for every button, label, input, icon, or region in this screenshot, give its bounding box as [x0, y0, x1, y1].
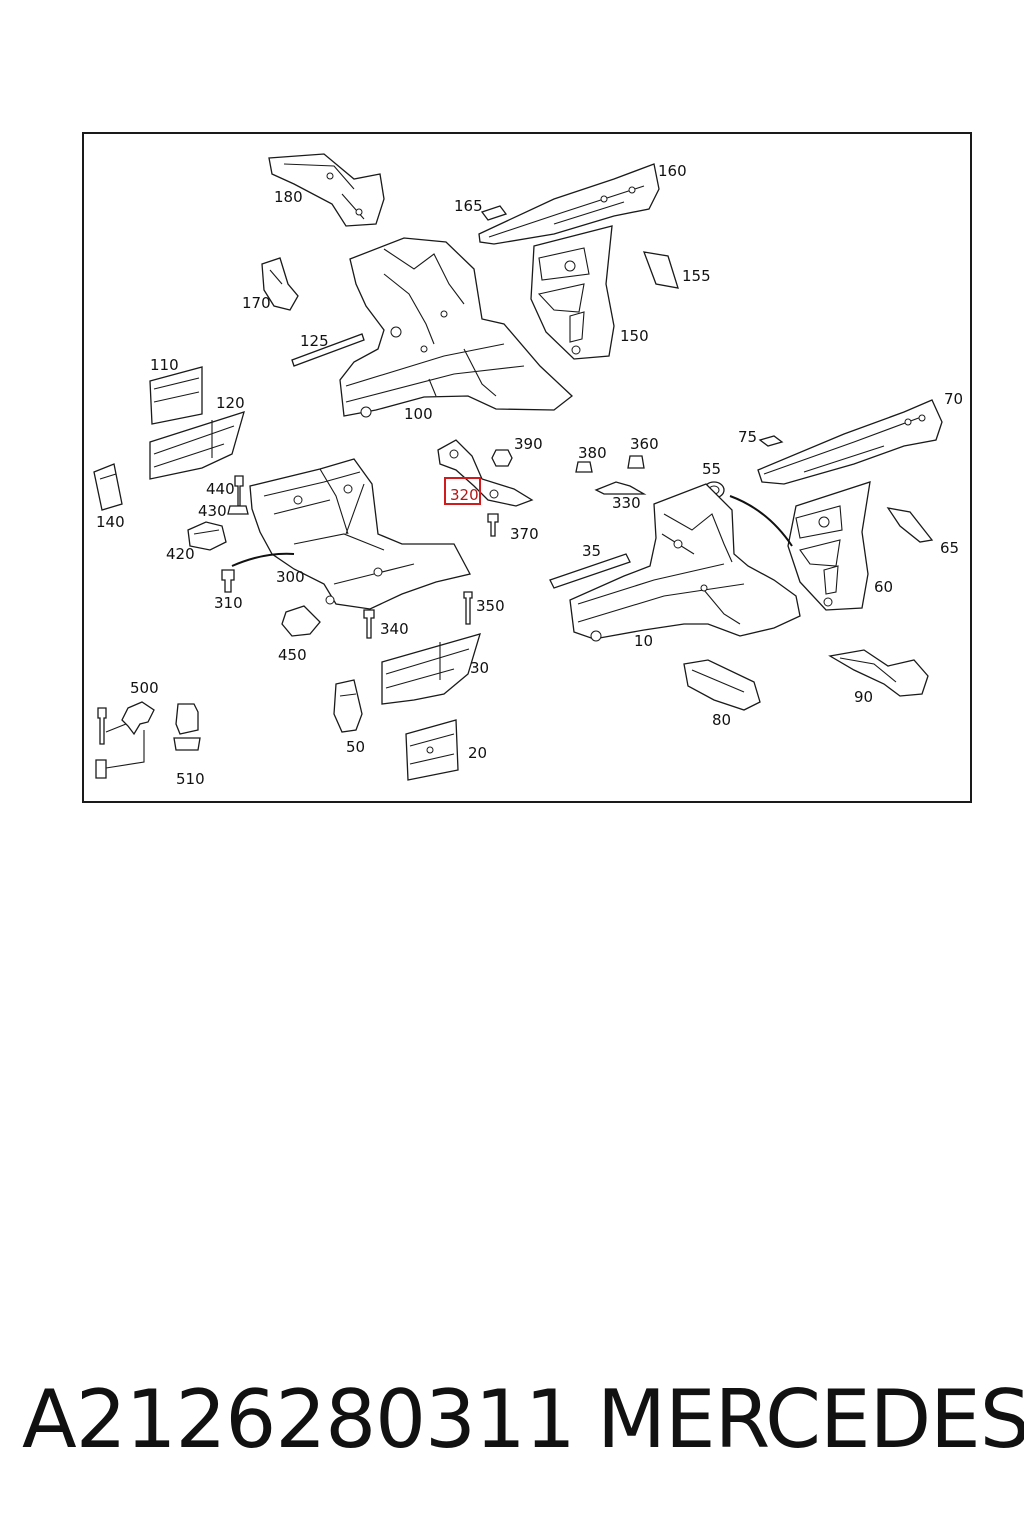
callout-50: 50 [346, 738, 365, 756]
part-75-clip [758, 435, 784, 447]
callout-180: 180 [274, 188, 303, 206]
part-510-nut-bolt [173, 703, 201, 751]
part-170-bracket [261, 257, 299, 311]
callout-500: 500 [130, 679, 159, 697]
part-330-clip [594, 481, 647, 495]
part-140-bracket [93, 463, 123, 511]
callout-140: 140 [96, 513, 125, 531]
callout-120: 120 [216, 394, 245, 412]
callout-80: 80 [712, 711, 731, 729]
part-310-bolt [221, 569, 235, 593]
part-80-bracket [683, 659, 761, 711]
callout-430: 430 [198, 502, 227, 520]
callout-360: 360 [630, 435, 659, 453]
arrow-420-to-300 [231, 552, 295, 567]
part-65-plate [886, 507, 934, 543]
callout-440: 440 [206, 480, 235, 498]
callout-90: 90 [854, 688, 873, 706]
callout-55: 55 [702, 460, 721, 478]
part-380-nut [575, 461, 593, 473]
part-50-bracket [333, 679, 363, 733]
callout-420: 420 [166, 545, 195, 563]
part-10-front-structure [569, 483, 801, 642]
callout-125: 125 [300, 332, 329, 350]
part-300-subframe [249, 458, 471, 610]
part-90-bracket [828, 649, 929, 697]
part-60-panel [787, 481, 871, 611]
callout-35: 35 [582, 542, 601, 560]
callout-70: 70 [944, 390, 963, 408]
part-320-bracket [437, 439, 534, 507]
callout-340: 340 [380, 620, 409, 638]
part-420-mount [187, 521, 227, 551]
callout-155: 155 [682, 267, 711, 285]
part-160-rail [478, 163, 660, 245]
callout-30: 30 [470, 659, 489, 677]
part-430-nut [227, 505, 249, 515]
callout-300: 300 [276, 568, 305, 586]
callout-20: 20 [468, 744, 487, 762]
part-70-rail [757, 399, 943, 485]
callout-350: 350 [476, 597, 505, 615]
part-390-nut [491, 449, 513, 467]
callout-100: 100 [404, 405, 433, 423]
callout-165: 165 [454, 197, 483, 215]
brand-name: MERCEDES [597, 1373, 1024, 1466]
part-30-panel [381, 633, 481, 705]
callout-75: 75 [738, 428, 757, 446]
part-360-nut [627, 455, 645, 469]
callout-510: 510 [176, 770, 205, 788]
part-35-strip [549, 553, 631, 589]
part-125-strip [291, 333, 365, 367]
part-caption: A2126280311 MERCEDES [22, 1373, 1024, 1466]
callout-310: 310 [214, 594, 243, 612]
parts-diagram: 180 160 165 155 170 150 125 110 100 120 … [82, 132, 972, 803]
callout-170: 170 [242, 294, 271, 312]
callout-370: 370 [510, 525, 539, 543]
part-20-plate [405, 719, 459, 781]
part-155-plate [642, 251, 679, 289]
part-440-bolt [234, 475, 244, 507]
callout-160: 160 [658, 162, 687, 180]
callout-150: 150 [620, 327, 649, 345]
callout-10: 10 [634, 632, 653, 650]
callout-60: 60 [874, 578, 893, 596]
part-165-clip [480, 205, 508, 221]
part-450-bracket [281, 605, 321, 637]
callout-110: 110 [150, 356, 179, 374]
part-110-plate [149, 366, 203, 425]
callout-380: 380 [578, 444, 607, 462]
callout-65: 65 [940, 539, 959, 557]
part-150-panel [530, 225, 615, 360]
part-180-bracket [268, 153, 385, 227]
exploded-view-drawing: 180 160 165 155 170 150 125 110 100 120 … [93, 153, 963, 788]
callout-390: 390 [514, 435, 543, 453]
callout-450: 450 [278, 646, 307, 664]
callout-330: 330 [612, 494, 641, 512]
part-number: A2126280311 [22, 1373, 576, 1466]
part-100-front-structure [339, 237, 573, 418]
part-120-panel [149, 411, 245, 480]
part-500-fastener-set [95, 701, 155, 779]
part-350-bolt [463, 591, 473, 625]
arrow-55-to-60 [729, 495, 793, 547]
part-370-bolt [487, 513, 499, 537]
part-340-bolt [363, 609, 375, 639]
callout-320: 320 [450, 486, 479, 504]
highlight-box-320 [444, 477, 481, 505]
